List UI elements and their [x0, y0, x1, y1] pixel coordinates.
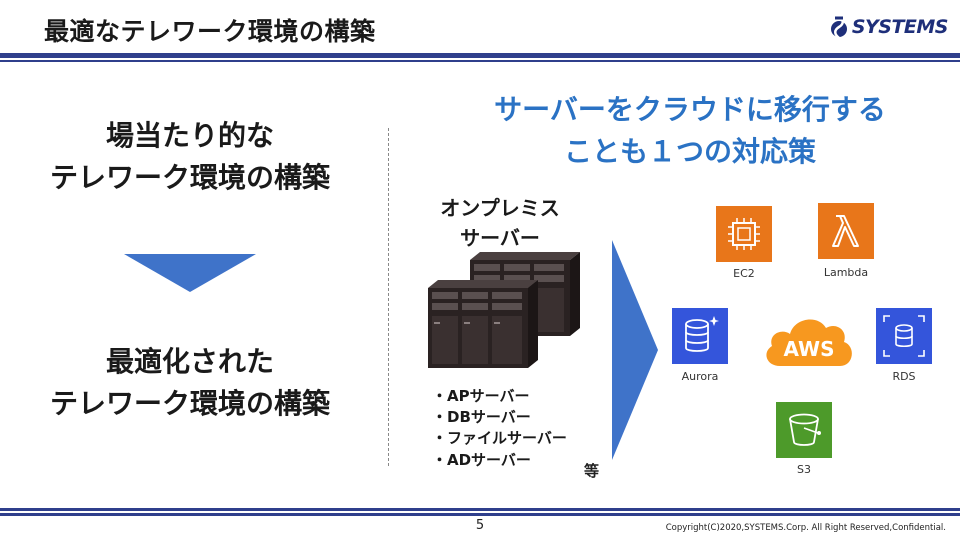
s3-label: S3: [797, 463, 811, 476]
rds-icon: [876, 308, 932, 364]
rds-label: RDS: [892, 370, 916, 383]
copyright-text: Copyright(C)2020,SYSTEMS.Corp. All Right…: [665, 523, 946, 533]
footer-rule-bottom: [0, 513, 960, 516]
page-number: 5: [475, 518, 485, 533]
ec2-icon: [716, 206, 772, 262]
right-arrow-icon: [612, 240, 658, 460]
lambda-label: Lambda: [823, 266, 869, 279]
lambda-icon: [818, 203, 874, 259]
slide-title: 最適なテレワーク環境の構築: [44, 17, 376, 46]
ec2-label: EC2: [733, 267, 755, 280]
company-logo: SYSTEMS: [829, 14, 949, 40]
after-text-line2: テレワーク環境の構築: [49, 387, 330, 420]
down-arrow-icon: [124, 254, 256, 292]
server-list-item: ・APサーバー: [432, 387, 530, 405]
before-text-line1: 場当たり的な: [105, 119, 274, 152]
cloud-heading-line1: サーバーをクラウドに移行する: [494, 93, 886, 126]
cloud-heading-line2: ことも１つの対応策: [563, 135, 816, 168]
before-text-line2: テレワーク環境の構築: [49, 161, 330, 194]
logo-text: SYSTEMS: [851, 16, 949, 38]
server-list-item: ・ADサーバー: [432, 451, 531, 469]
server-list-item: ・DBサーバー: [432, 408, 531, 426]
aws-logo-text: AWS: [783, 337, 834, 361]
after-text-line1: 最適化された: [105, 345, 274, 378]
aws-cloud-icon: AWS: [766, 319, 852, 366]
s3-bucket-icon: [776, 402, 832, 458]
server-list-item: ・ファイルサーバー: [432, 429, 567, 447]
onprem-label-line1: オンプレミス: [440, 196, 560, 220]
header-rule-thick: [0, 53, 960, 58]
etc-label: 等: [584, 462, 600, 480]
aurora-icon: [672, 308, 728, 364]
header-rule-thin: [0, 60, 960, 62]
footer-rule-top: [0, 508, 960, 511]
systems-logo-icon: [830, 15, 847, 39]
column-divider: [388, 128, 389, 466]
server-rack-icon: [428, 252, 580, 368]
aurora-label: Aurora: [681, 370, 719, 383]
onprem-label-line2: サーバー: [460, 226, 540, 250]
